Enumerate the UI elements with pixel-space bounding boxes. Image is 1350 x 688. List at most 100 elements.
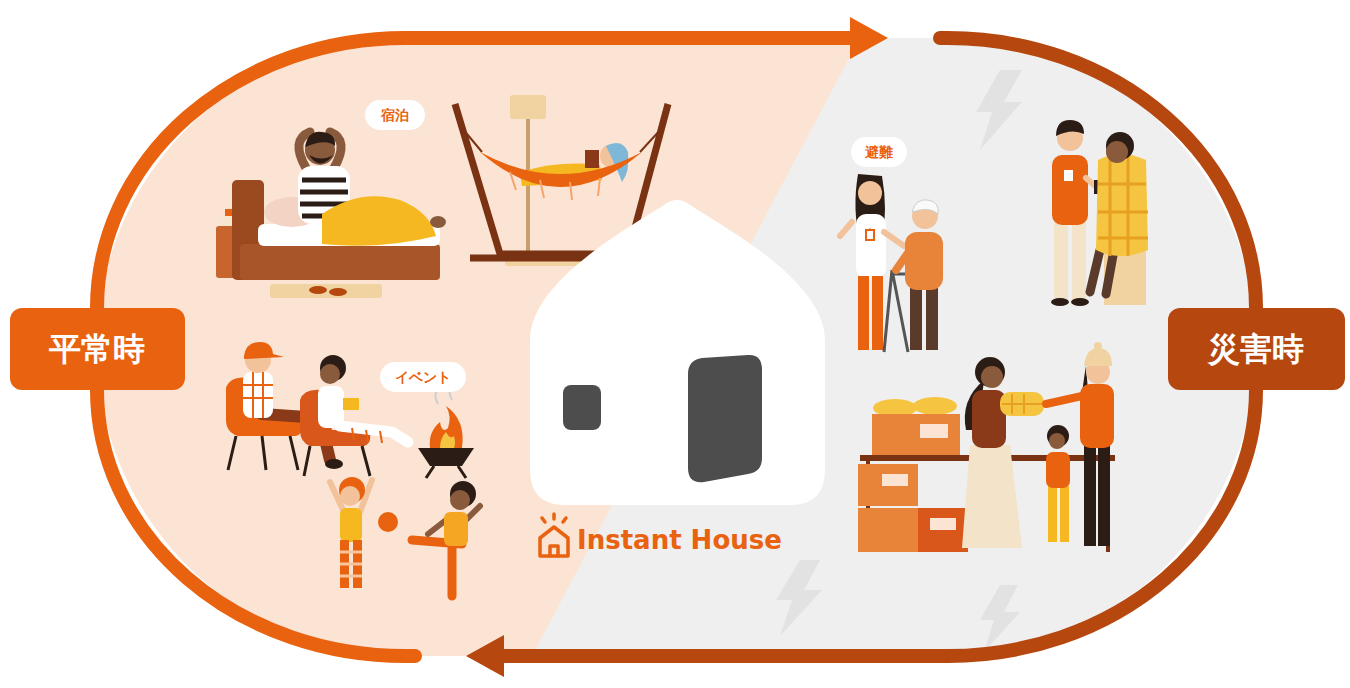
bed-scene-part bbox=[270, 284, 382, 298]
supplies-scene-part bbox=[1048, 486, 1057, 542]
lightning-marks-part bbox=[776, 560, 822, 636]
hammock-scene-part bbox=[510, 172, 600, 200]
event-scene-part bbox=[325, 459, 343, 469]
logo-icon-part bbox=[550, 546, 558, 556]
supplies-scene-part bbox=[930, 518, 956, 530]
event-scene-part bbox=[320, 364, 340, 384]
tag-label: 避難 bbox=[865, 144, 893, 161]
event-scene-part bbox=[228, 436, 298, 470]
evacuation-scene-part bbox=[866, 230, 874, 240]
kids-playing-part bbox=[340, 486, 360, 506]
instant-house-part bbox=[688, 355, 762, 482]
supplies-scene bbox=[858, 342, 1115, 552]
bed-scene-part bbox=[305, 132, 335, 147]
evacuation-scene-part bbox=[896, 250, 910, 270]
evacuation-scene-part bbox=[856, 214, 886, 278]
supplies-scene-part bbox=[1049, 433, 1065, 449]
supplies-scene-part bbox=[1094, 342, 1102, 350]
blanket-scene-part bbox=[1064, 170, 1073, 181]
kids-playing-part bbox=[340, 552, 362, 576]
hammock-scene-part bbox=[585, 150, 599, 168]
blanket-scene-part bbox=[1051, 298, 1069, 306]
evacuation-scene-part bbox=[910, 288, 922, 350]
bed-scene-part bbox=[322, 196, 436, 246]
event-scene-part bbox=[343, 398, 359, 410]
event-scene bbox=[226, 342, 474, 478]
supplies-scene-part bbox=[858, 508, 918, 552]
evacuation-scene-part bbox=[912, 200, 938, 214]
evacuation-scene-part bbox=[858, 181, 882, 205]
instant-house-part bbox=[563, 385, 601, 430]
supplies-scene-part bbox=[872, 414, 960, 456]
supplies-scene-part bbox=[920, 424, 948, 438]
event-scene-part bbox=[352, 428, 382, 443]
bed-scene bbox=[216, 132, 446, 298]
event-scene-part bbox=[243, 372, 273, 418]
disaster-ground bbox=[515, 0, 1350, 688]
evacuation-scene bbox=[840, 174, 943, 352]
blanket-scene bbox=[1051, 120, 1148, 306]
event-scene-part bbox=[244, 342, 284, 359]
evacuation-scene-part bbox=[840, 222, 852, 236]
arrow-head bbox=[850, 17, 888, 59]
bed-scene-part bbox=[240, 244, 440, 280]
tag-label: イベント bbox=[395, 369, 451, 386]
supplies-scene-part bbox=[975, 357, 1005, 387]
instant-house bbox=[530, 200, 825, 505]
supplies-scene-part bbox=[962, 445, 1022, 548]
hammock-scene-part bbox=[510, 95, 546, 119]
blanket-scene-part bbox=[1052, 155, 1088, 225]
event-scene-part bbox=[243, 372, 273, 418]
evacuation-scene-part bbox=[858, 276, 869, 350]
blanket-scene-part bbox=[1071, 298, 1089, 306]
evacuation-scene-part bbox=[884, 232, 904, 246]
evacuation-scene-part bbox=[926, 288, 938, 350]
blanket-scene-part bbox=[1072, 222, 1086, 300]
event-scene-part bbox=[430, 406, 463, 448]
tag-label: 宿泊 bbox=[381, 107, 409, 124]
arrow-line bbox=[97, 390, 415, 656]
kids-playing-part bbox=[444, 512, 468, 546]
phase-box: 災害時 bbox=[1168, 308, 1345, 390]
supplies-scene-part bbox=[913, 397, 957, 415]
cycle-arrow bbox=[97, 390, 1256, 677]
blanket-scene-part bbox=[1056, 120, 1084, 136]
event-scene-part bbox=[318, 386, 344, 428]
logo-icon-part bbox=[540, 527, 568, 556]
cycle-arrow bbox=[97, 17, 1256, 308]
arrow-line bbox=[97, 38, 860, 308]
supplies-scene-part bbox=[918, 508, 968, 552]
event-scene-part bbox=[440, 432, 455, 448]
evacuation-scene-part bbox=[872, 276, 883, 350]
kids-playing-part bbox=[378, 512, 398, 532]
blanket-scene-part bbox=[1096, 154, 1148, 256]
evacuation-scene-part bbox=[884, 270, 908, 352]
event-scene-part bbox=[418, 448, 474, 466]
arrow-line bbox=[494, 390, 1256, 656]
supplies-scene-part bbox=[981, 366, 1003, 388]
bed-scene-part bbox=[309, 286, 327, 294]
bed-scene-part bbox=[329, 288, 347, 296]
bed-scene-part bbox=[430, 216, 446, 228]
hammock-scene-part bbox=[462, 128, 662, 152]
evacuation-scene-part bbox=[870, 228, 871, 230]
supplies-scene-part bbox=[1002, 394, 1042, 414]
lightning-marks-part bbox=[980, 585, 1020, 652]
supplies-scene-part bbox=[1046, 396, 1082, 404]
brand-name: Instant House bbox=[577, 525, 782, 556]
supplies-scene-part bbox=[882, 474, 908, 486]
bed-scene-part bbox=[309, 155, 333, 164]
kids-playing-part bbox=[340, 508, 362, 542]
kids-playing-part bbox=[450, 490, 470, 510]
hammock-scene-part bbox=[480, 152, 642, 187]
event-scene-part bbox=[426, 466, 466, 478]
supplies-scene-part bbox=[858, 464, 918, 506]
phase-box: 平常時 bbox=[10, 308, 185, 390]
lightning-marks-part bbox=[976, 70, 1022, 150]
kids-playing bbox=[330, 477, 480, 596]
tag-pill: 宿泊 bbox=[365, 100, 425, 130]
